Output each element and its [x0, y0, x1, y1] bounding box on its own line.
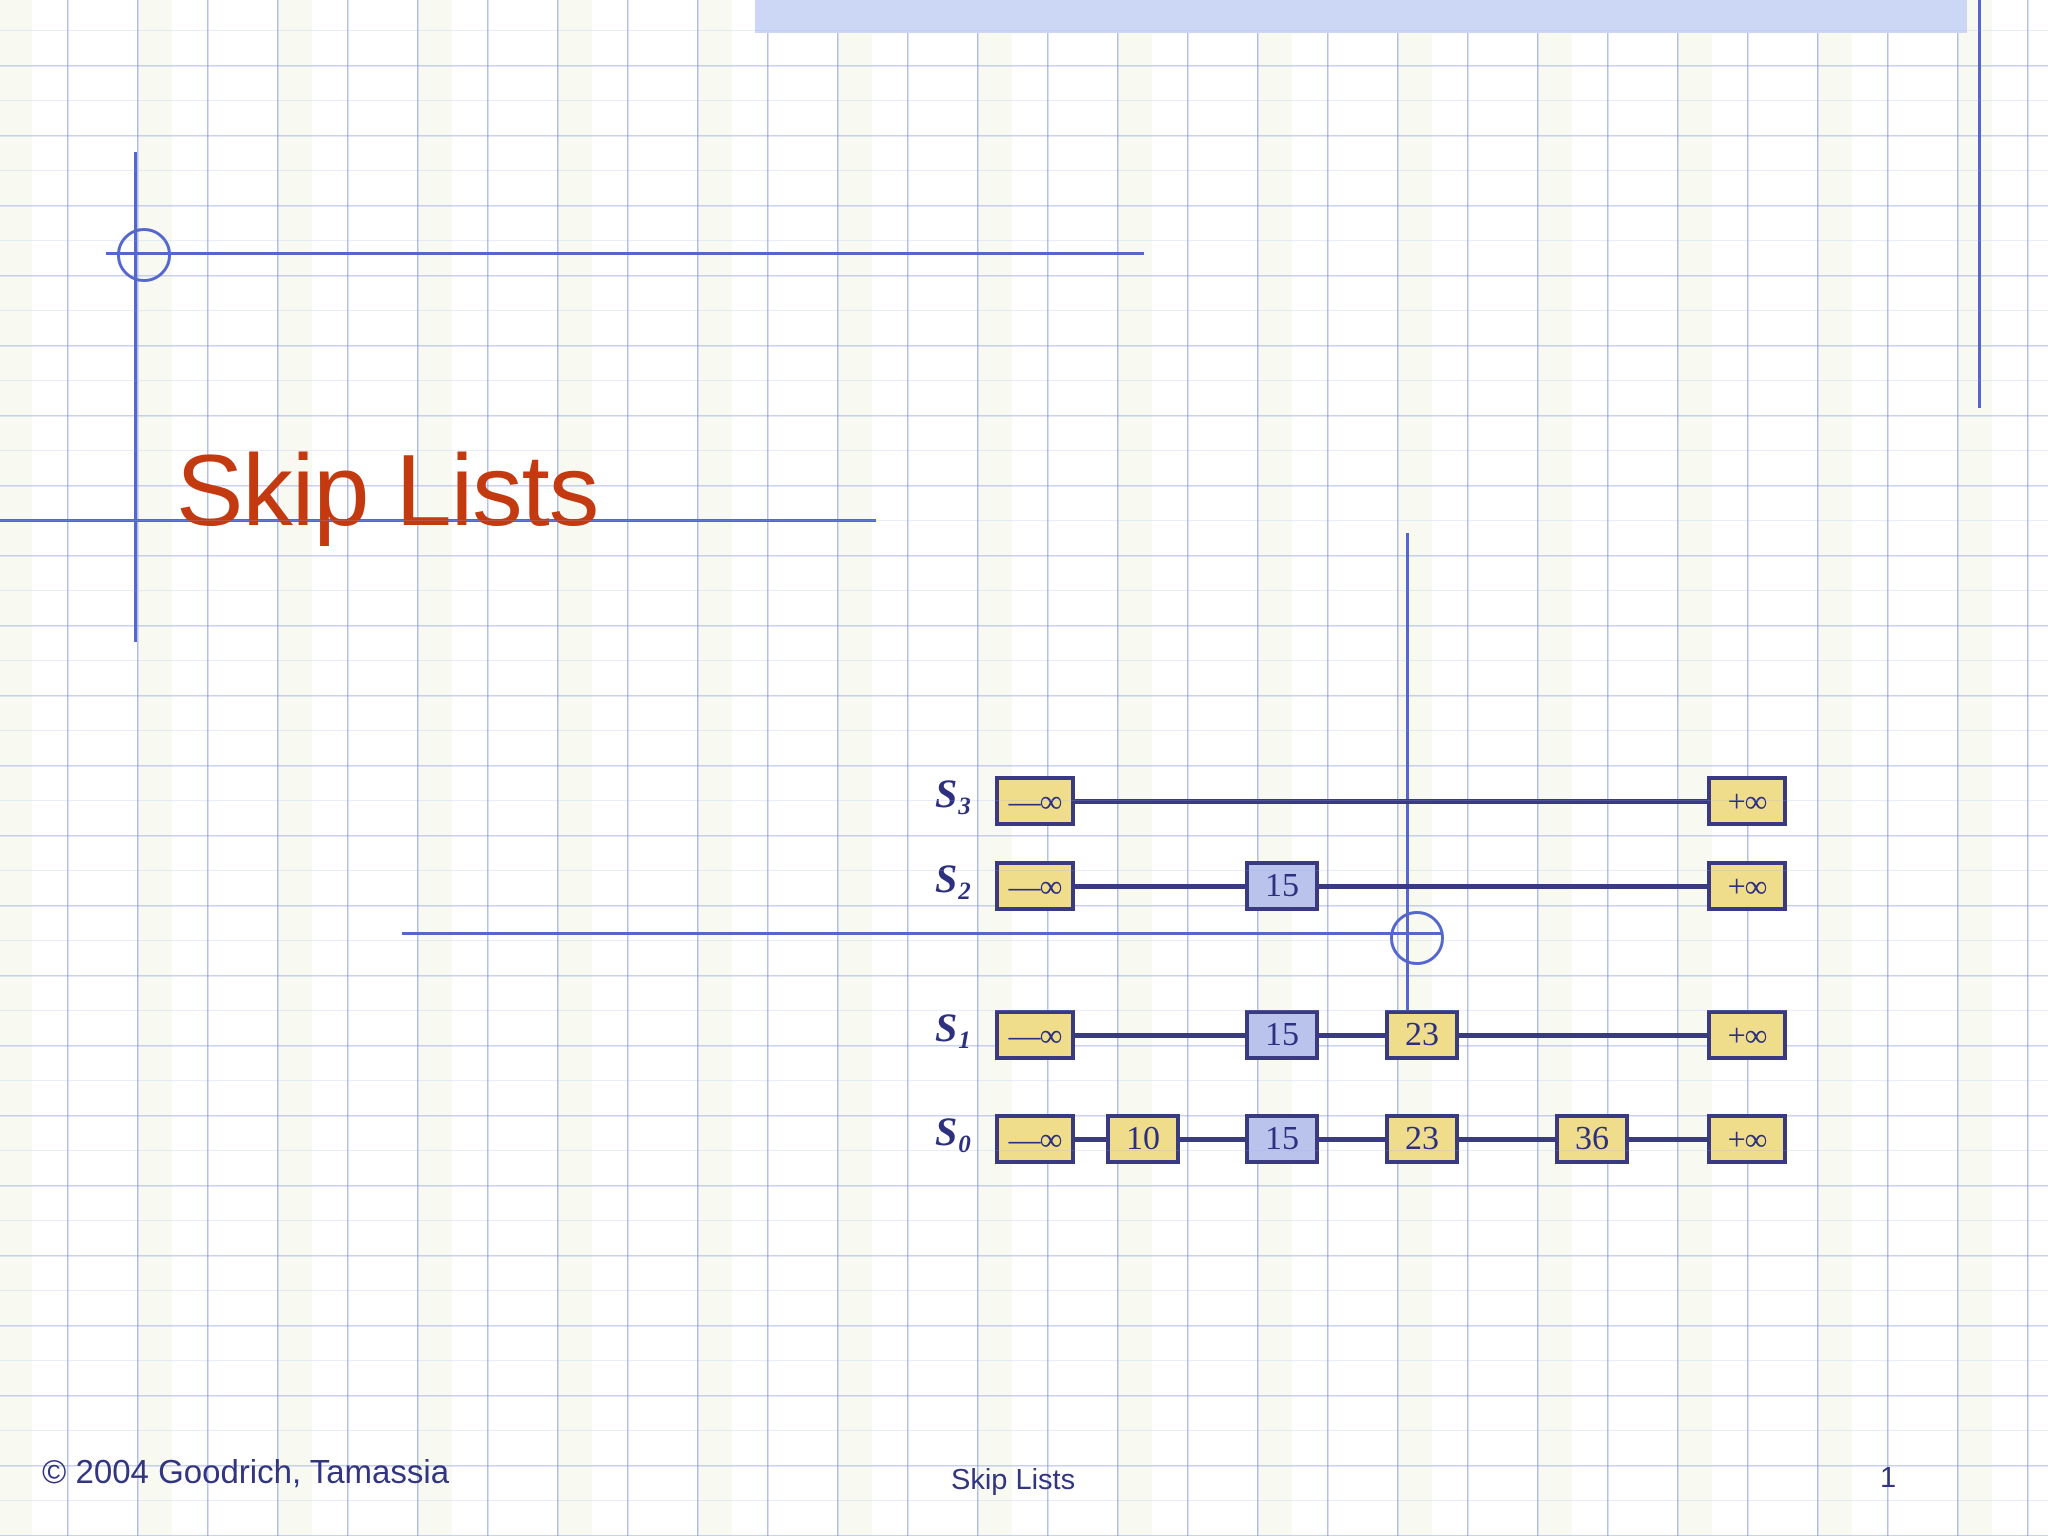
level-label-s3: S3: [935, 770, 971, 821]
skip-link: [1178, 1137, 1247, 1142]
footer-copyright: © 2004 Goodrich, Tamassia: [42, 1453, 450, 1490]
level-label-subscript: 3: [958, 793, 971, 820]
skip-node-sentinel-max-: +∞: [1707, 861, 1787, 911]
node-value: 10: [1126, 1120, 1160, 1157]
node-value: 23: [1405, 1016, 1439, 1053]
skip-node-key-15: 15: [1245, 1114, 1319, 1164]
decorative-rule-vertical-right: [1406, 533, 1409, 1030]
skip-node-key-23: 23: [1385, 1010, 1459, 1060]
infinity-glyph: +∞: [1727, 868, 1768, 904]
infinity-glyph: +∞: [1727, 1017, 1768, 1053]
footer-page-number: 1: [1880, 1462, 1897, 1494]
skip-node-key-15: 15: [1245, 1010, 1319, 1060]
infinity-glyph: +∞: [1727, 1121, 1768, 1157]
skip-node-sentinel-min-: —∞: [995, 861, 1075, 911]
decorative-circle-bottom-right: [1390, 911, 1444, 965]
skip-node-key-10: 10: [1106, 1114, 1180, 1164]
skip-link: [1457, 1137, 1557, 1142]
skip-link: [1457, 1033, 1709, 1038]
footer-slide-title: Skip Lists: [951, 1464, 1076, 1496]
level-label-s0: S0: [935, 1108, 971, 1159]
node-value: 23: [1405, 1120, 1439, 1157]
skip-link: [1073, 799, 1709, 804]
infinity-glyph: —∞: [1008, 783, 1063, 819]
skip-link: [1627, 1137, 1709, 1142]
skip-node-key-36: 36: [1555, 1114, 1629, 1164]
skip-node-sentinel-min-: —∞: [995, 1010, 1075, 1060]
node-value: 36: [1575, 1120, 1609, 1157]
skip-node-sentinel-max-: +∞: [1707, 1114, 1787, 1164]
infinity-glyph: —∞: [1008, 1121, 1063, 1157]
skip-node-sentinel-min-: —∞: [995, 776, 1075, 826]
level-label-subscript: 1: [958, 1027, 971, 1054]
decorative-rule-horizontal-bottom: [402, 932, 1442, 935]
decorative-rule-vertical-far-right: [1978, 0, 1981, 408]
decorative-rule-horizontal-mid: [0, 519, 876, 522]
level-label-s2: S2: [935, 855, 971, 906]
node-value: 15: [1265, 1016, 1299, 1053]
infinity-glyph: —∞: [1008, 868, 1063, 904]
level-label-letter: S: [935, 1005, 958, 1050]
level-label-letter: S: [935, 1109, 958, 1154]
node-value: 15: [1265, 1120, 1299, 1157]
infinity-glyph: —∞: [1008, 1017, 1063, 1053]
skip-link: [1317, 884, 1709, 889]
skip-node-sentinel-max-: +∞: [1707, 1010, 1787, 1060]
skip-node-sentinel-min-: —∞: [995, 1114, 1075, 1164]
skip-node-sentinel-max-: +∞: [1707, 776, 1787, 826]
skip-node-key-15: 15: [1245, 861, 1319, 911]
skip-link: [1073, 884, 1247, 889]
skip-node-key-23: 23: [1385, 1114, 1459, 1164]
level-label-subscript: 2: [958, 878, 971, 905]
skip-link: [1073, 1137, 1108, 1142]
decorative-rule-vertical-left: [134, 152, 137, 642]
level-label-letter: S: [935, 771, 958, 816]
decorative-circle-top-left: [117, 228, 171, 282]
skip-link: [1317, 1033, 1387, 1038]
page-title: Skip Lists: [176, 434, 599, 547]
top-decorative-band: [755, 0, 1967, 33]
skip-link: [1317, 1137, 1387, 1142]
node-value: 15: [1265, 867, 1299, 904]
infinity-glyph: +∞: [1727, 783, 1768, 819]
skip-link: [1073, 1033, 1247, 1038]
level-label-letter: S: [935, 856, 958, 901]
decorative-rule-horizontal-top: [106, 252, 1144, 255]
level-label-s1: S1: [935, 1004, 971, 1055]
level-label-subscript: 0: [958, 1131, 971, 1158]
